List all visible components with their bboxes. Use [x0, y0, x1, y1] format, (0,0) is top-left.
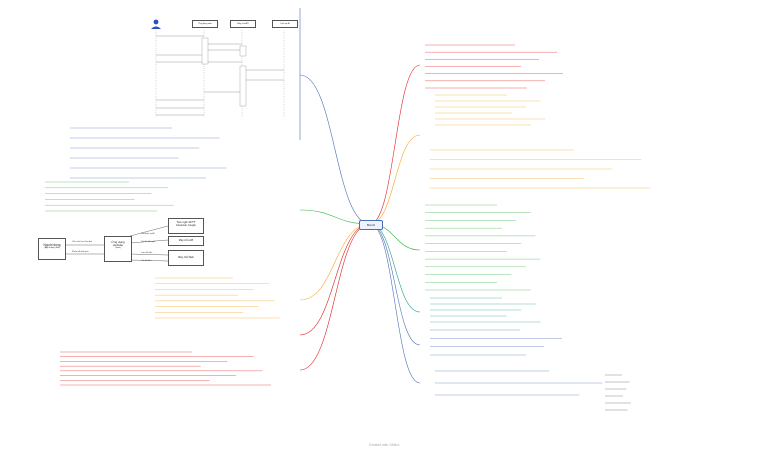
- user-box-label: Người dùng: [43, 243, 61, 247]
- arch-arrow-app-ai: [129, 225, 169, 237]
- branch-left-5: [299, 223, 371, 371]
- arch-arrow-label-1: Yêu cầu hỏi chat bot: [72, 241, 92, 243]
- arch-arrow-label-2: Phản hồi kết quả: [72, 251, 89, 253]
- app-box-sub: (client): [115, 247, 121, 249]
- seq-user-icon-body: [151, 26, 161, 29]
- arch-arrow-label-5: Lưu dữ liệu: [141, 252, 153, 254]
- user-box-sub: (App di động, Web): [44, 247, 60, 249]
- seq-activation-2: [239, 65, 247, 107]
- seq-activation-0: [201, 37, 209, 65]
- sequence-diagram: [151, 19, 285, 118]
- api-box: Máy chủ API: [168, 236, 204, 246]
- app-box-label-2: website: [112, 243, 124, 247]
- seq-user-icon: [153, 19, 159, 25]
- arch-arrow-label-6: Trả dữ liệu: [141, 260, 152, 262]
- seq-actor-api: Máy chủ API: [230, 20, 256, 28]
- ai-box-label: Tạo ngữ AI/TT: [176, 220, 196, 224]
- branch-left-4: [299, 223, 371, 336]
- arch-arrow-app-api: [129, 239, 169, 244]
- api-box-label: Máy chủ API: [178, 239, 194, 242]
- seq-actor-ai: Dịch vụ AI: [272, 20, 298, 28]
- seq-actor-web: Ứng dụng web: [192, 20, 218, 28]
- seq-activation-1: [239, 45, 247, 57]
- central-topic[interactable]: Bot AI: [359, 220, 383, 230]
- user-box: Người dùng (App di động, Web): [38, 238, 66, 260]
- branch-right-1: [369, 64, 421, 225]
- mindmap-edges: [45, 8, 651, 411]
- arch-arrow-label-3: Gọi dịch vụ AI: [141, 233, 155, 235]
- arch-arrow-app-web: [129, 253, 169, 256]
- web-server-box-label: Máy chủ Web: [178, 256, 194, 259]
- app-box: Ứng dụng website (client): [104, 236, 132, 262]
- arch-arrow-label-4: Trả lời kết quả: [141, 241, 155, 243]
- app-box-label: Ứng dụng: [111, 240, 125, 244]
- web-server-box: Máy chủ Web: [168, 250, 204, 266]
- arch-arrow-web-app: [129, 259, 169, 262]
- watermark: Created with XMind: [368, 443, 400, 447]
- branch-left-1: [299, 74, 371, 225]
- ai-box: Tạo ngữ AI/TT Facebook, Google: [168, 218, 204, 234]
- branch-right-6: [369, 223, 421, 384]
- ai-box-sub: Facebook, Google: [176, 224, 196, 227]
